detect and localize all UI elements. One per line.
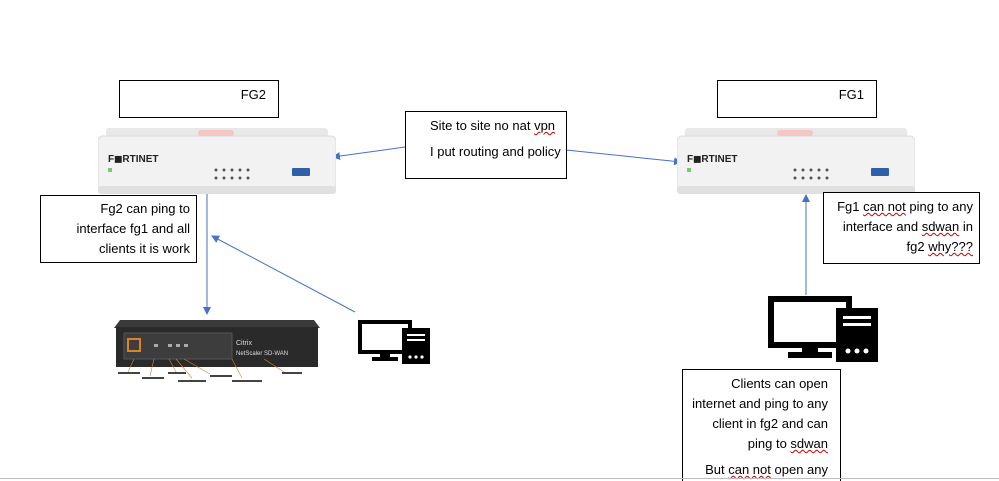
fortigate-device-icon: F◼RTINET — [98, 128, 336, 194]
fg1-note-line-2: interface and sdwan in — [842, 219, 973, 234]
clients-note-line-1: Clients can open — [731, 376, 828, 391]
page-edge-rule — [0, 478, 999, 479]
clients-note-line-4: ping to sdwan — [747, 436, 828, 451]
clients-note-line-5: But can not open any — [705, 462, 828, 477]
desktop-computer-icon — [358, 320, 430, 364]
fg2-note-line-2: interface fg1 and all — [76, 221, 190, 236]
fg2-label-box: FG2 — [119, 80, 279, 118]
fg1-note-line-3: fg2 why??? — [906, 239, 974, 254]
fortigate-device-icon: F◼RTINET — [677, 128, 915, 194]
fg1-note-box: Fg1 can not ping to any interface and sd… — [823, 192, 980, 264]
fg1-label: FG1 — [838, 87, 864, 102]
arrow-vpn-to-fg1 — [565, 149, 682, 166]
fortinet-logo: F◼RTINET — [687, 154, 738, 165]
citrix-brand: Citrix — [236, 340, 252, 347]
vpn-note-box: Site to site no nat vpn I put routing an… — [405, 111, 567, 179]
clients-note-box: Clients can open internet and ping to an… — [682, 369, 841, 481]
citrix-model: NetScaler SD-WAN — [236, 351, 288, 357]
clients-note-line-3: client in fg2 and can — [712, 416, 828, 431]
fg2-note-line-1: Fg2 can ping to — [100, 201, 190, 216]
fg2-note-line-3: clients it is work — [98, 241, 190, 256]
arrow-vpn-to-fg2 — [332, 146, 406, 160]
citrix-sdwan-appliance-icon: Citrix NetScaler SD-WAN — [114, 320, 320, 382]
arrow-pc-to-fg2 — [211, 235, 356, 313]
vpn-line-1: Site to site no nat vpn — [430, 118, 556, 133]
desktop-computer-icon — [768, 296, 878, 362]
fg1-note-line-1: Fg1 can not ping to any — [837, 199, 973, 214]
fg1-label-box: FG1 — [717, 80, 877, 118]
vpn-line-2: I put routing and policy — [430, 144, 561, 159]
clients-note-line-2: internet and ping to any — [692, 396, 828, 411]
fg2-note-box: Fg2 can ping to interface fg1 and all cl… — [40, 195, 197, 263]
fortinet-logo: F◼RTINET — [108, 154, 159, 165]
fg2-label: FG2 — [240, 87, 266, 102]
